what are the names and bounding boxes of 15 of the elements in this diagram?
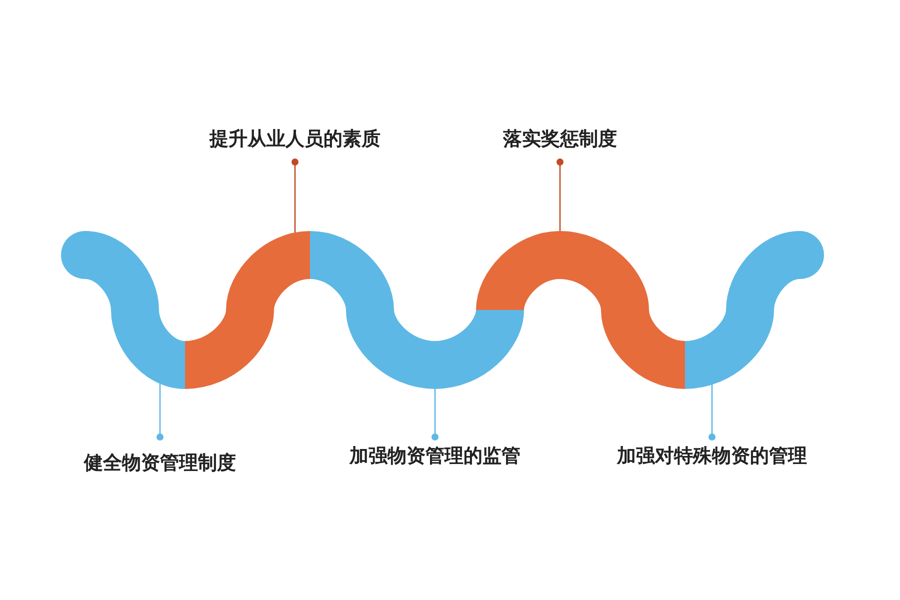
step-label: 加强物资管理的监管 xyxy=(350,443,520,469)
leader-line xyxy=(156,383,164,440)
wave-segment xyxy=(61,231,188,389)
wave-segment xyxy=(476,231,687,389)
wave-segment xyxy=(183,231,312,389)
step-label: 加强对特殊物资的管理 xyxy=(617,443,807,469)
leader-line xyxy=(556,158,564,231)
wave-segment xyxy=(683,231,824,389)
leader-line xyxy=(708,384,716,440)
leader-line xyxy=(432,389,438,440)
wave-segment xyxy=(308,231,524,389)
step-label: 健全物资管理制度 xyxy=(84,450,236,476)
step-label: 落实奖惩制度 xyxy=(503,126,617,152)
leader-line xyxy=(292,158,298,233)
step-label: 提升从业人员的素质 xyxy=(210,126,380,152)
